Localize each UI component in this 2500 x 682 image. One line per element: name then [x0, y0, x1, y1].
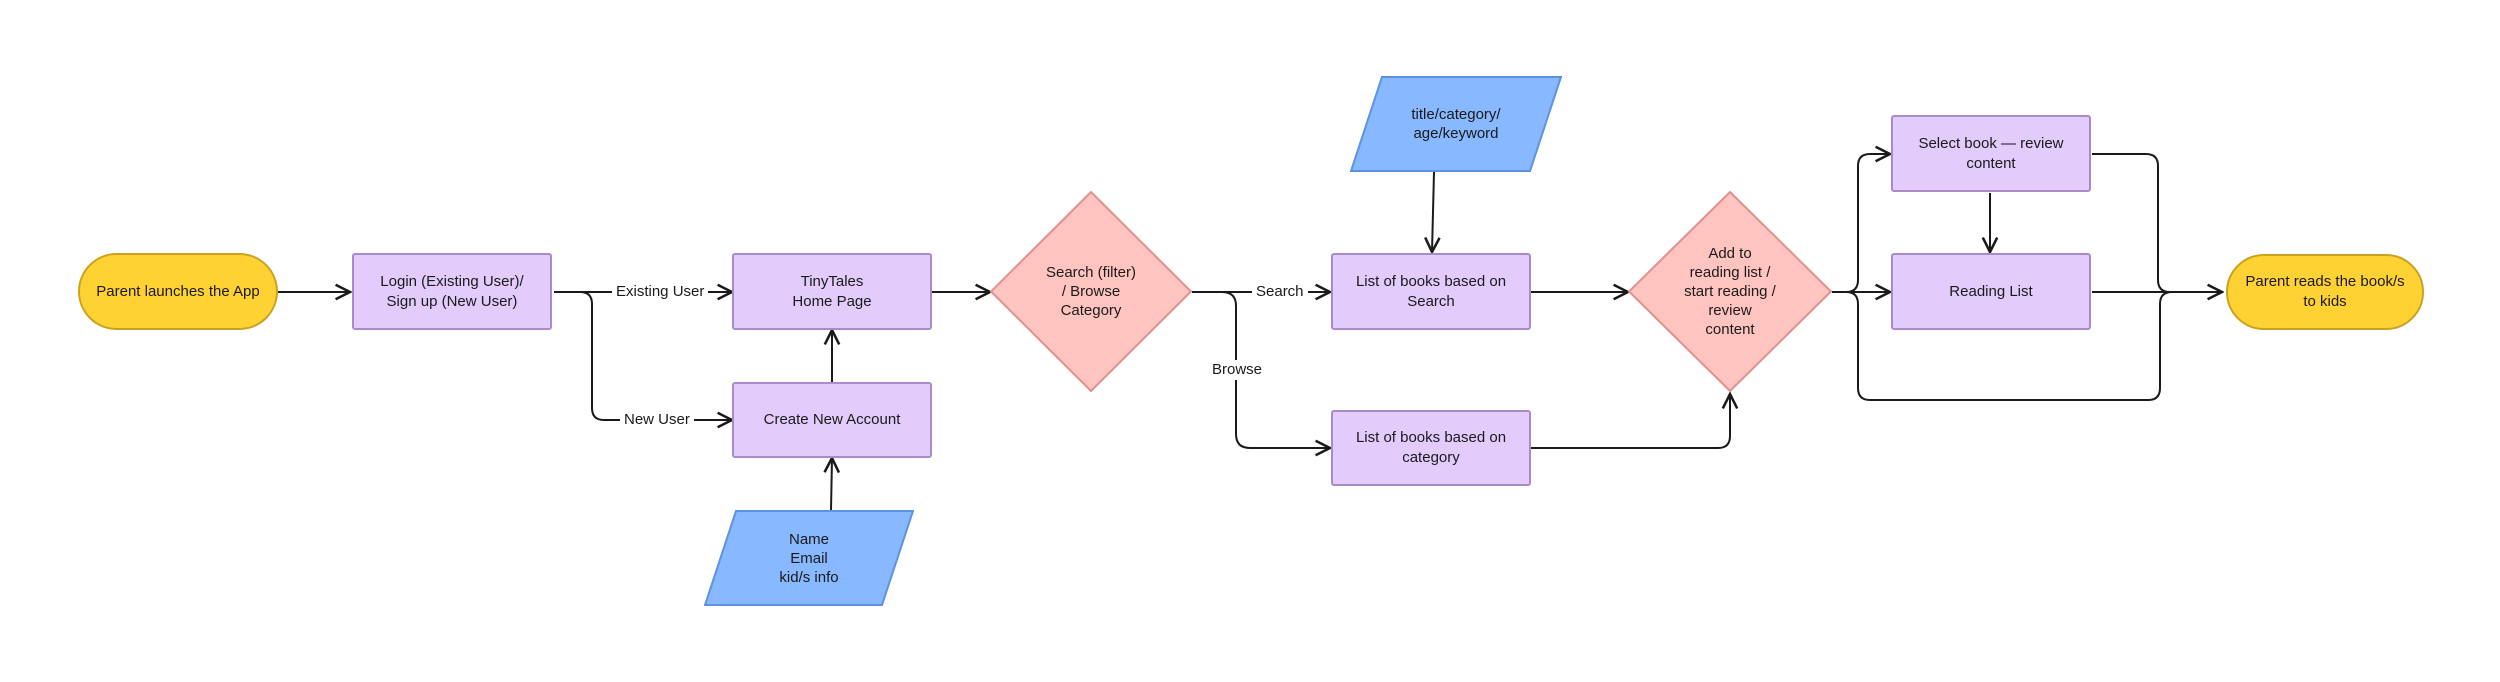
- account-input-data: Name Email kid/s info: [704, 510, 914, 606]
- list-category-box-label: List of books based on category: [1355, 429, 1507, 466]
- add-to-reading-list-decision: Add to reading list / start reading / re…: [1628, 191, 1832, 392]
- create-account-box-label: Create New Account: [763, 411, 901, 428]
- edge-search-input-to-list-search: [1432, 171, 1434, 252]
- create-account-box: Create New Account: [732, 382, 932, 458]
- edge-login-to-create-account: [579, 291, 732, 420]
- edge-decision-to-select-book: [1832, 154, 1890, 293]
- list-search-box: List of books based on Search: [1331, 253, 1531, 330]
- search-browse-decision: Search (filter) / Browse Category: [990, 191, 1192, 392]
- parallelogram-shape: [1350, 76, 1562, 172]
- start-terminal-label: Parent launches the App: [96, 282, 260, 300]
- select-book-box: Select book — review content: [1891, 115, 2091, 192]
- login-box: Login (Existing User)/ Sign up (New User…: [352, 253, 552, 330]
- search-input-data-label: title/category/ age/keyword: [1411, 106, 1501, 142]
- account-input-data-label: Name Email kid/s info: [779, 530, 839, 586]
- reading-list-box: Reading List: [1891, 253, 2091, 330]
- search-browse-decision-label: Search (filter) / Browse Category: [1045, 264, 1137, 319]
- start-terminal: Parent launches the App: [78, 253, 278, 330]
- edge-list-category-to-decision: [1530, 394, 1730, 449]
- diamond-shape: [990, 191, 1192, 392]
- new-user-edge-label: New User: [620, 410, 694, 430]
- diamond-shape: [1628, 191, 1832, 392]
- end-terminal: Parent reads the book/s to kids: [2226, 254, 2424, 330]
- search-input-data: title/category/ age/keyword: [1350, 76, 1562, 172]
- end-terminal-label: Parent reads the book/s to kids: [2245, 273, 2405, 310]
- edge-account-input-to-create-account: [831, 458, 832, 511]
- browse-edge-label: Browse: [1208, 360, 1267, 380]
- select-book-box-label: Select book — review content: [1918, 134, 2064, 172]
- reading-list-box-label: Reading List: [1949, 282, 2033, 300]
- existing-user-edge-label: Existing User: [612, 282, 709, 302]
- search-edge-label: Search: [1252, 282, 1308, 302]
- parallelogram-shape: [704, 510, 914, 606]
- home-page-box-label: TinyTales Home Page: [792, 272, 872, 310]
- list-category-box: List of books based on category: [1331, 410, 1531, 486]
- add-decision-label: Add to reading list / start reading / re…: [1684, 245, 1776, 338]
- edge-select-book-to-end: [2092, 153, 2171, 293]
- list-search-box-label: List of books based on Search: [1355, 272, 1507, 310]
- login-box-label: Login (Existing User)/ Sign up (New User…: [380, 272, 524, 310]
- home-page-box: TinyTales Home Page: [732, 253, 932, 330]
